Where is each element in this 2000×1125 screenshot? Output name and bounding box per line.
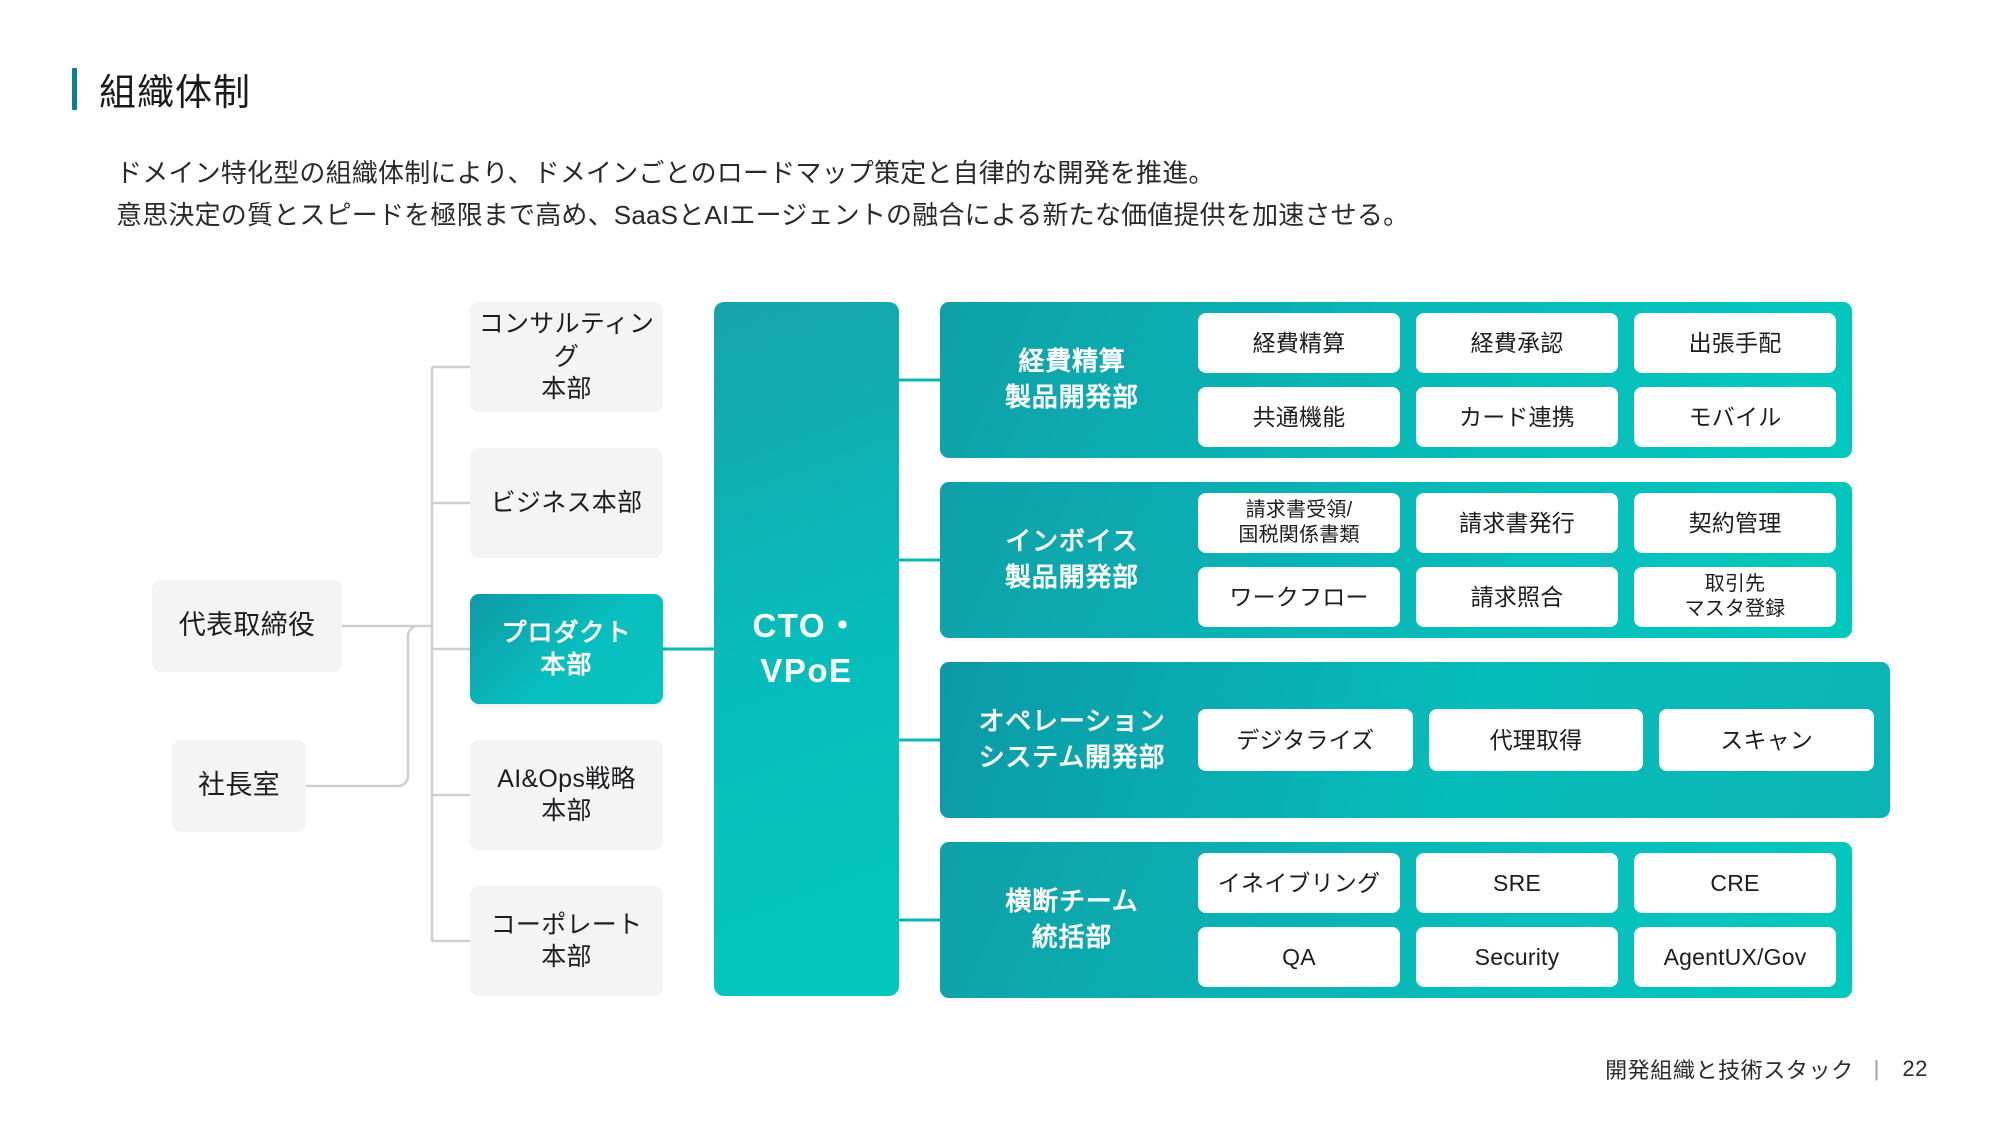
- team-card[interactable]: Security: [1416, 927, 1618, 987]
- group-band-invoice-title: インボイス製品開発部: [1004, 526, 1139, 592]
- node-division-ai-ops-label: AI&Ops戦略本部: [497, 764, 636, 826]
- team-card[interactable]: 出張手配: [1634, 313, 1836, 373]
- team-card[interactable]: 請求書発行: [1416, 493, 1618, 553]
- group-band-expense[interactable]: 経費精算製品開発部 経費精算 経費承認 出張手配 共通機能 カード連携 モバイル: [940, 302, 1852, 458]
- title-accent-bar: [72, 68, 77, 110]
- node-division-ai-ops[interactable]: AI&Ops戦略本部: [470, 740, 663, 850]
- page-title-row: 組織体制: [72, 62, 251, 116]
- node-division-product[interactable]: プロダクト本部: [470, 594, 663, 704]
- footer-separator: |: [1873, 1056, 1880, 1081]
- node-division-corporate-label: コーポレート本部: [490, 910, 643, 972]
- lede-line-2: 意思決定の質とスピードを極限まで高め、SaaSとAIエージェントの融合による新た…: [116, 200, 1410, 231]
- team-card[interactable]: SRE: [1416, 853, 1618, 913]
- team-card[interactable]: 経費承認: [1416, 313, 1618, 373]
- lede-line-1: ドメイン特化型の組織体制により、ドメインごとのロードマップ策定と自律的な開発を推…: [116, 158, 1215, 188]
- node-ceo-label: 代表取締役: [178, 610, 316, 641]
- team-card[interactable]: 代理取得: [1428, 709, 1644, 771]
- node-ceo[interactable]: 代表取締役: [152, 580, 342, 672]
- node-division-product-label: プロダクト本部: [501, 618, 632, 680]
- group-band-expense-title: 経費精算製品開発部: [1004, 346, 1139, 412]
- node-division-business-label: ビジネス本部: [490, 488, 643, 517]
- group-band-cross-functional-title: 横断チーム統括部: [1005, 886, 1139, 952]
- team-card[interactable]: 請求照合: [1416, 567, 1618, 627]
- team-card[interactable]: 契約管理: [1634, 493, 1836, 553]
- group-band-operation-system-teams: デジタライズ 代理取得 スキャン: [1198, 709, 1890, 771]
- node-division-corporate[interactable]: コーポレート本部: [470, 886, 663, 996]
- group-band-expense-teams: 経費精算 経費承認 出張手配 共通機能 カード連携 モバイル: [1198, 297, 1852, 463]
- group-band-operation-system[interactable]: オペレーションシステム開発部 デジタライズ 代理取得 スキャン: [940, 662, 1890, 818]
- footer-section-label: 開発組織と技術スタック: [1605, 1058, 1854, 1083]
- footer-page-number: 22: [1902, 1056, 1928, 1081]
- team-card[interactable]: AgentUX/Gov: [1634, 927, 1836, 987]
- team-card[interactable]: ワークフロー: [1198, 567, 1400, 627]
- footer: 開発組織と技術スタック | 22: [1605, 1053, 1928, 1085]
- team-card[interactable]: スキャン: [1659, 709, 1874, 771]
- node-cto-vpoe-label: CTO・VPoE: [752, 607, 861, 689]
- node-division-business[interactable]: ビジネス本部: [470, 448, 663, 558]
- group-band-invoice[interactable]: インボイス製品開発部 請求書受領/国税関係書類 請求書発行 契約管理 ワークフロ…: [940, 482, 1852, 638]
- node-division-consulting[interactable]: コンサルティング本部: [470, 302, 663, 412]
- page-title: 組織体制: [99, 72, 251, 113]
- node-president-office[interactable]: 社長室: [172, 740, 306, 832]
- team-card[interactable]: カード連携: [1416, 387, 1618, 447]
- team-card[interactable]: 取引先マスタ登録: [1634, 567, 1836, 627]
- node-cto-vpoe[interactable]: CTO・VPoE: [714, 302, 899, 996]
- group-band-operation-system-title: オペレーションシステム開発部: [978, 706, 1166, 772]
- team-card[interactable]: イネイブリング: [1198, 853, 1400, 913]
- team-card[interactable]: CRE: [1634, 853, 1836, 913]
- team-card[interactable]: 共通機能: [1198, 387, 1400, 447]
- lede-text: ドメイン特化型の組織体制により、ドメインごとのロードマップ策定と自律的な開発を推…: [116, 152, 1409, 236]
- team-card[interactable]: 請求書受領/国税関係書類: [1198, 493, 1400, 553]
- group-band-cross-functional[interactable]: 横断チーム統括部 イネイブリング SRE CRE QA Security Age…: [940, 842, 1852, 998]
- team-card[interactable]: デジタライズ: [1198, 709, 1413, 771]
- team-card[interactable]: モバイル: [1634, 387, 1836, 447]
- node-division-consulting-label: コンサルティング本部: [478, 310, 655, 404]
- group-band-invoice-teams: 請求書受領/国税関係書類 請求書発行 契約管理 ワークフロー 請求照合 取引先マ…: [1198, 477, 1852, 643]
- node-president-office-label: 社長室: [198, 770, 280, 801]
- team-card[interactable]: QA: [1198, 927, 1400, 987]
- team-card[interactable]: 経費精算: [1198, 313, 1400, 373]
- group-band-cross-functional-teams: イネイブリング SRE CRE QA Security AgentUX/Gov: [1198, 837, 1852, 1003]
